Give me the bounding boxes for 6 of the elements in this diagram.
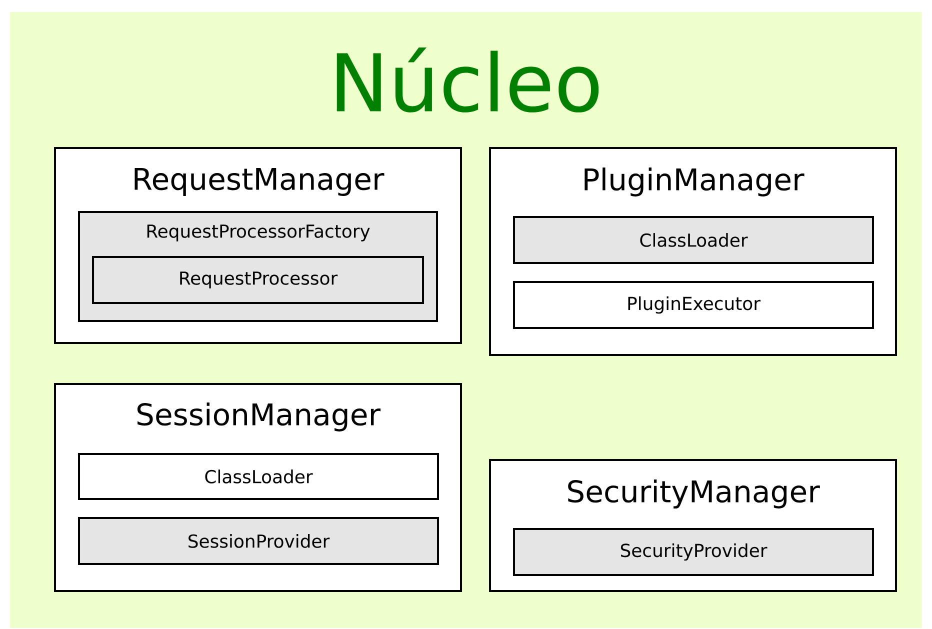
class-box: PluginExecutor (513, 281, 874, 329)
class-box: SecurityProvider (513, 528, 874, 576)
class-box: SessionProvider (78, 517, 439, 565)
class-box: ClassLoader (78, 453, 439, 500)
class-box: RequestProcessor (92, 256, 424, 304)
class-box: ClassLoader (513, 216, 874, 264)
